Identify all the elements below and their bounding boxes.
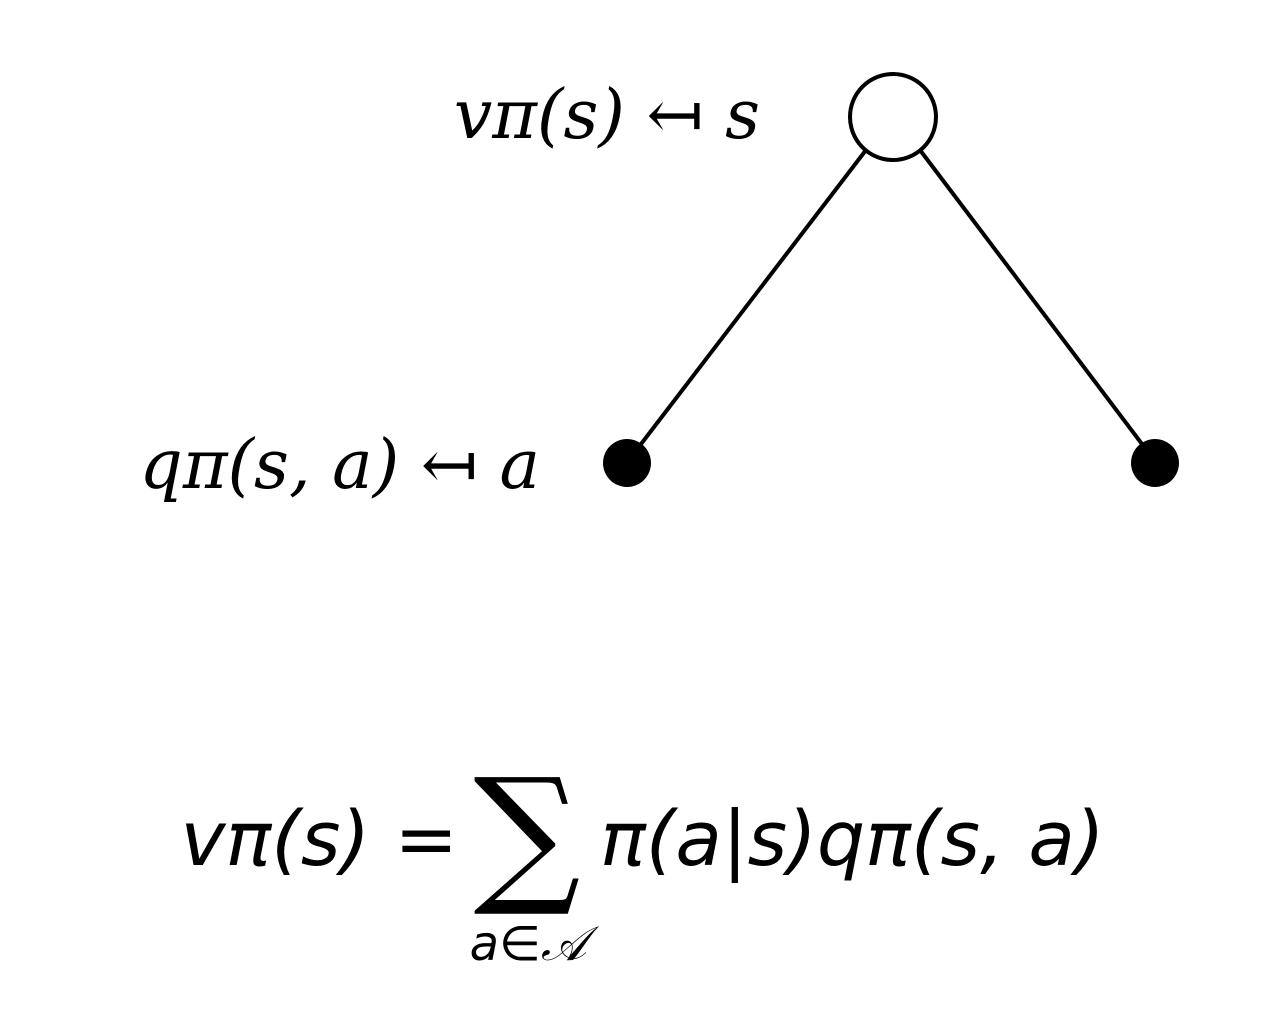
edge-s-a2 [918, 148, 1147, 450]
state-node [848, 72, 938, 162]
state-label: vπ(s) ↤ s [454, 76, 760, 155]
action-node-right [1131, 439, 1179, 487]
action-label: qπ(s, a) ↤ a [139, 426, 540, 505]
sum-subscript: a∈𝒜 [470, 916, 600, 972]
equation-lhs: vπ(s) = [181, 794, 458, 883]
sum-symbol: ∑ [473, 747, 580, 921]
equation-rhs: π(a|s)qπ(s, a) [600, 794, 1105, 884]
action-node-left [603, 439, 651, 487]
edge-s-a1 [636, 148, 868, 450]
